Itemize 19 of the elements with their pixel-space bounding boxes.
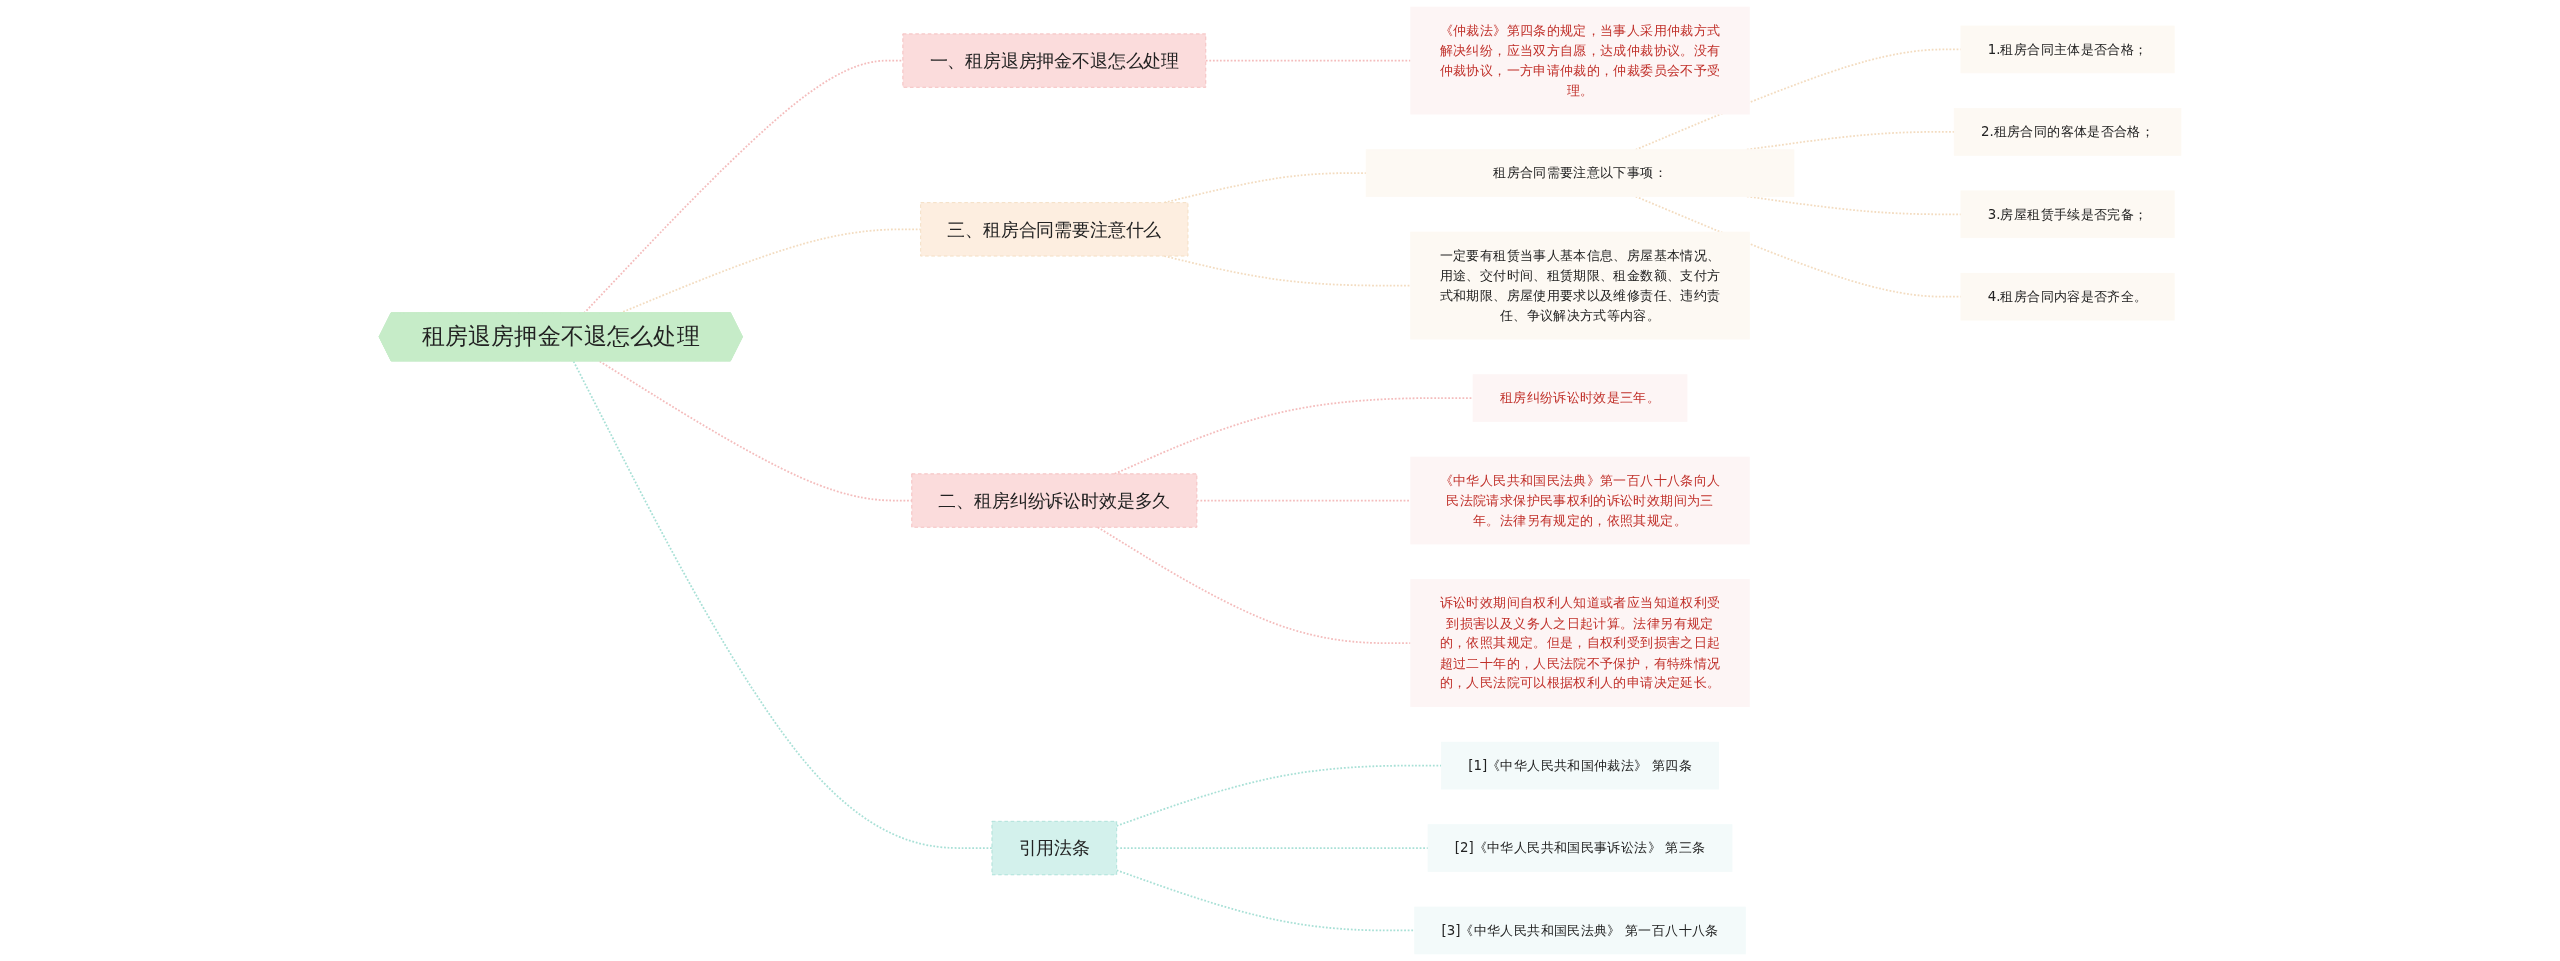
node-box: 租房纠纷诉讼时效是三年。 — [1472, 374, 1688, 422]
node-box: 二、租房纠纷诉讼时效是多久 — [911, 473, 1198, 528]
node-box: 4.租房合同内容是否齐全。 — [1960, 272, 2175, 321]
node-box: 一定要有租赁当事人基本信息、房屋基本情况、用途、交付时间、租赁期限、租金数额、支付方式和期限、房屋使用要求以及维修责任、违约责任、争议解决方式等内容。 — [1410, 231, 1750, 340]
connector — [1196, 499, 1412, 502]
node-box: 1.租房合同主体是否合格； — [1960, 25, 2175, 74]
connector — [1115, 869, 1416, 932]
node-box: 引用法条 — [991, 820, 1118, 876]
node-box: [3]《中华人民共和国民法典》 第一百八十八条 — [1414, 906, 1746, 955]
node-box: 三、租房合同需要注意什么 — [920, 202, 1189, 257]
node-box: [2]《中华人民共和国民事诉讼法》 第三条 — [1427, 824, 1733, 872]
node-box: 《中华人民共和国民法典》第一百八十八条向人民法院请求保护民事权利的诉讼时效期间为三年。法律另有规定的，依照其规定。 — [1410, 456, 1750, 545]
node-box: 一、租房退房押金不退怎么处理 — [902, 33, 1207, 88]
node-box: 3.房屋租赁手续是否完备； — [1960, 190, 2175, 239]
node-box: [1]《中华人民共和国仲裁法》 第四条 — [1441, 741, 1720, 790]
node-box: 《仲裁法》第四条的规定，当事人采用仲裁方式解决纠纷，应当双方自愿，达成仲裁协议。没有仲裁协议，一方申请仲裁的，仲裁委员会不予受理。 — [1410, 6, 1750, 115]
node-box: 2.租房合同的客体是否合格； — [1953, 108, 2182, 156]
node-box: 租房合同需要注意以下事项： — [1365, 149, 1795, 197]
node-box: 诉讼时效期间自权利人知道或者应当知道权利受到损害以及义务人之日起计算。法律另有规定的，依照其规定。但是，自权利受到损害之日起超过二十年的，人民法院不予保护，有特殊情况的，人民法院可以根据权利人的申请决定延长。 — [1410, 579, 1750, 708]
